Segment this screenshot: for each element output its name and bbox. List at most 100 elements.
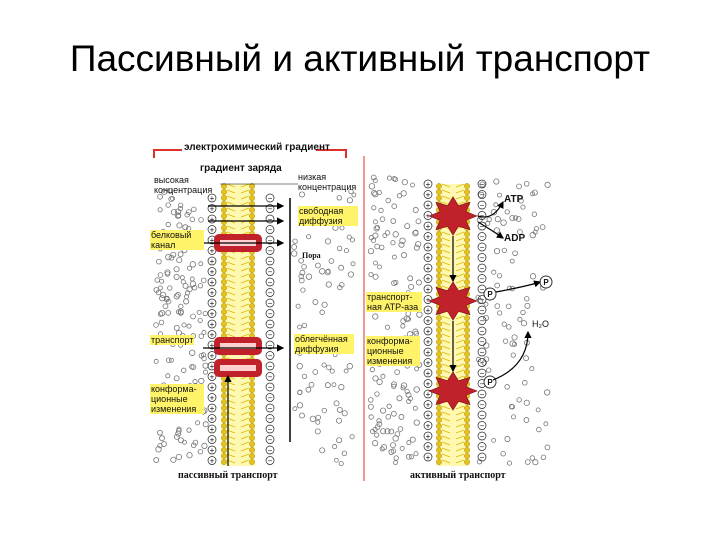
negative-charge: − (268, 299, 273, 308)
molecule-dot (337, 284, 343, 291)
lipid-head (436, 441, 442, 447)
charge-circle (477, 410, 487, 420)
lipid-head (221, 189, 227, 195)
lipid-tail (455, 183, 465, 188)
lipid-head (249, 279, 255, 285)
lipid-head (249, 261, 255, 267)
molecule-dot (176, 257, 183, 264)
positive-charge: + (210, 446, 215, 455)
lipid-head (221, 453, 227, 459)
charge-circle (477, 316, 487, 325)
lipid-tail (455, 357, 465, 362)
molecule-dot (336, 195, 342, 201)
charge-circle (207, 456, 217, 465)
molecule-dot (174, 208, 182, 215)
charge-circle (207, 298, 217, 308)
lipid-head (249, 447, 255, 453)
molecule-dot (190, 313, 196, 320)
molecule-dot (398, 241, 405, 248)
lipid-tail (240, 183, 250, 188)
charge-circle (265, 351, 275, 360)
lipid-tail (455, 441, 465, 446)
lipid-head (464, 261, 470, 267)
negative-charge: − (480, 285, 485, 294)
negative-charge: − (480, 327, 485, 336)
molecule-dot (509, 215, 516, 221)
lipid-tail (240, 459, 250, 464)
molecule-dot (523, 417, 530, 423)
negative-charge: − (268, 215, 273, 224)
molecule-dot (343, 368, 349, 374)
lipid-tail (441, 189, 451, 194)
molecule-dot (186, 427, 192, 433)
lipid-tail (226, 291, 236, 296)
negative-charge: − (268, 373, 273, 382)
molecule-dot (201, 442, 208, 449)
positive-charge: + (210, 289, 215, 298)
lipid-head (221, 327, 227, 333)
molecule-dot (157, 193, 163, 200)
molecule-dot (201, 330, 207, 335)
molecule-dot (173, 324, 180, 331)
charge-circle (207, 267, 217, 276)
lipid-tail (240, 213, 250, 218)
charge-circle (477, 347, 487, 357)
molecule-dot (157, 429, 163, 436)
positive-charge: + (210, 215, 215, 224)
charge-circle (207, 319, 217, 329)
lipid-tail (226, 303, 236, 308)
negative-charge: − (268, 394, 273, 403)
molecule-dot (407, 275, 414, 282)
molecule-dot (370, 174, 377, 181)
lipid-head (221, 195, 227, 201)
lipid-tail (455, 321, 465, 326)
molecule-dot (371, 237, 377, 243)
molecule-dot (153, 457, 160, 463)
negative-charge: − (480, 317, 485, 326)
positive-charge: + (210, 268, 215, 277)
molecule-dot (189, 261, 197, 268)
lipid-head (221, 441, 227, 447)
positive-charge: + (210, 299, 215, 308)
molecule-dot (373, 260, 379, 266)
molecule-dot (182, 439, 187, 445)
charge-circle (207, 288, 217, 297)
molecule-dot (305, 273, 313, 280)
transport-diagram: ++++++++++++++++++++++++++−−−−−−−−−−−−−−… (148, 136, 568, 486)
charge-circle (207, 330, 217, 339)
positive-charge: + (426, 254, 431, 263)
molecule-dot (166, 357, 172, 363)
molecule-dot (416, 311, 423, 318)
lipid-head (436, 321, 442, 327)
lipid-head (464, 231, 470, 237)
molecule-dot (182, 224, 189, 231)
molecule-dot (384, 428, 391, 435)
molecule-dot (157, 207, 163, 213)
lipid-head (436, 429, 442, 435)
lipid-head (464, 453, 470, 459)
lipid-tail (226, 225, 236, 230)
positive-charge: + (426, 359, 431, 368)
molecule-dot (400, 385, 406, 391)
positive-charge: + (426, 243, 431, 252)
molecule-dot (165, 373, 171, 379)
molecule-dot (329, 368, 335, 374)
negative-charge: − (480, 401, 485, 410)
lipid-tail (226, 183, 236, 188)
lipid-head (221, 393, 227, 399)
molecule-dot (159, 278, 165, 284)
molecule-dot (501, 321, 507, 327)
molecule-dot (175, 291, 181, 298)
lipid-head (436, 237, 442, 243)
molecule-dot (297, 324, 302, 330)
positive-charge: + (210, 194, 215, 203)
molecule-dot (397, 426, 404, 432)
molecule-dot (518, 198, 524, 204)
molecule-dot (333, 457, 339, 463)
phosphate-circle (483, 375, 497, 389)
molecule-dot (324, 382, 331, 389)
molecule-dot (165, 202, 171, 208)
molecule-dot (165, 253, 172, 261)
positive-charge: + (426, 264, 431, 273)
charge-circle (265, 382, 275, 392)
